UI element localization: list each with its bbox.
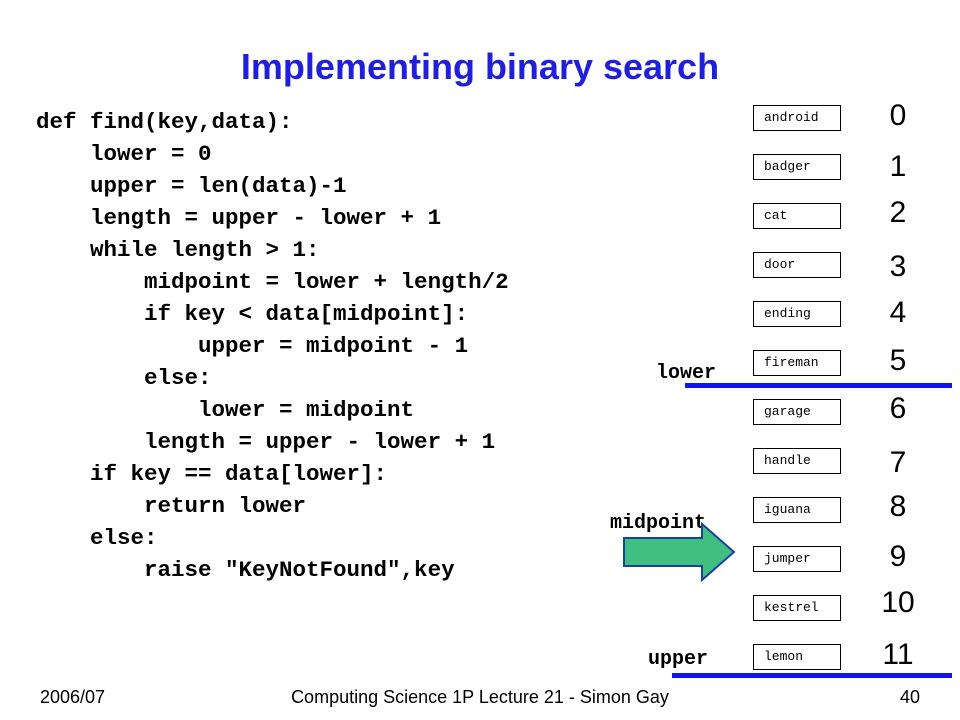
- array-cell: cat: [753, 203, 841, 229]
- code-line: else:: [36, 365, 212, 391]
- array-cell: fireman: [753, 350, 841, 376]
- array-cell: badger: [753, 154, 841, 180]
- array-cell: kestrel: [753, 595, 841, 621]
- array-index: 3: [889, 250, 907, 283]
- code-line: return lower: [36, 493, 307, 519]
- footer-course: Computing Science 1P Lecture 21 - Simon …: [291, 687, 669, 707]
- code-line: lower = midpoint: [36, 397, 415, 423]
- array-cell: iguana: [753, 497, 841, 523]
- upper-pointer-bar: [672, 673, 952, 678]
- footer-page-number: 40: [899, 687, 920, 707]
- array-index: 4: [889, 296, 907, 329]
- array-index: 2: [889, 196, 907, 229]
- array-index: 8: [889, 490, 907, 523]
- code-line: if key == data[lower]:: [36, 461, 388, 487]
- array-cell: lemon: [753, 644, 841, 670]
- array-index: 5: [889, 344, 907, 377]
- code-line: upper = midpoint - 1: [36, 333, 469, 359]
- array-cell: garage: [753, 399, 841, 425]
- code-line: length = upper - lower + 1: [36, 429, 496, 455]
- array-cell: door: [753, 252, 841, 278]
- array-cell: jumper: [753, 546, 841, 572]
- array-index: 1: [889, 150, 907, 183]
- code-line: lower = 0: [36, 141, 212, 167]
- lower-pointer-label: lower: [656, 362, 717, 385]
- code-line: midpoint = lower + length/2: [36, 269, 509, 295]
- array-index: 11: [882, 638, 914, 671]
- array-index: 6: [889, 392, 907, 425]
- code-line: raise "KeyNotFound",key: [36, 557, 455, 583]
- midpoint-arrow-icon: [623, 521, 736, 583]
- array-index: 7: [889, 446, 907, 479]
- midpoint-pointer-label: midpoint: [610, 512, 707, 535]
- upper-pointer-label: upper: [648, 648, 709, 671]
- array-index: 0: [889, 99, 907, 132]
- array-cell: android: [753, 105, 841, 131]
- array-index: 10: [881, 586, 915, 619]
- array-cell: ending: [753, 301, 841, 327]
- code-line: while length > 1:: [36, 237, 320, 263]
- code-line: if key < data[midpoint]:: [36, 301, 469, 327]
- code-line: upper = len(data)-1: [36, 173, 347, 199]
- lower-pointer-bar: [685, 383, 952, 388]
- code-block: def find(key,data): lower = 0 upper = le…: [36, 106, 509, 586]
- code-line: def find(key,data):: [36, 109, 293, 135]
- slide-title: Implementing binary search: [240, 46, 720, 87]
- array-cell: handle: [753, 448, 841, 474]
- footer-year: 2006/07: [40, 687, 106, 707]
- code-line: else:: [36, 525, 158, 551]
- code-line: length = upper - lower + 1: [36, 205, 442, 231]
- array-index: 9: [889, 540, 907, 573]
